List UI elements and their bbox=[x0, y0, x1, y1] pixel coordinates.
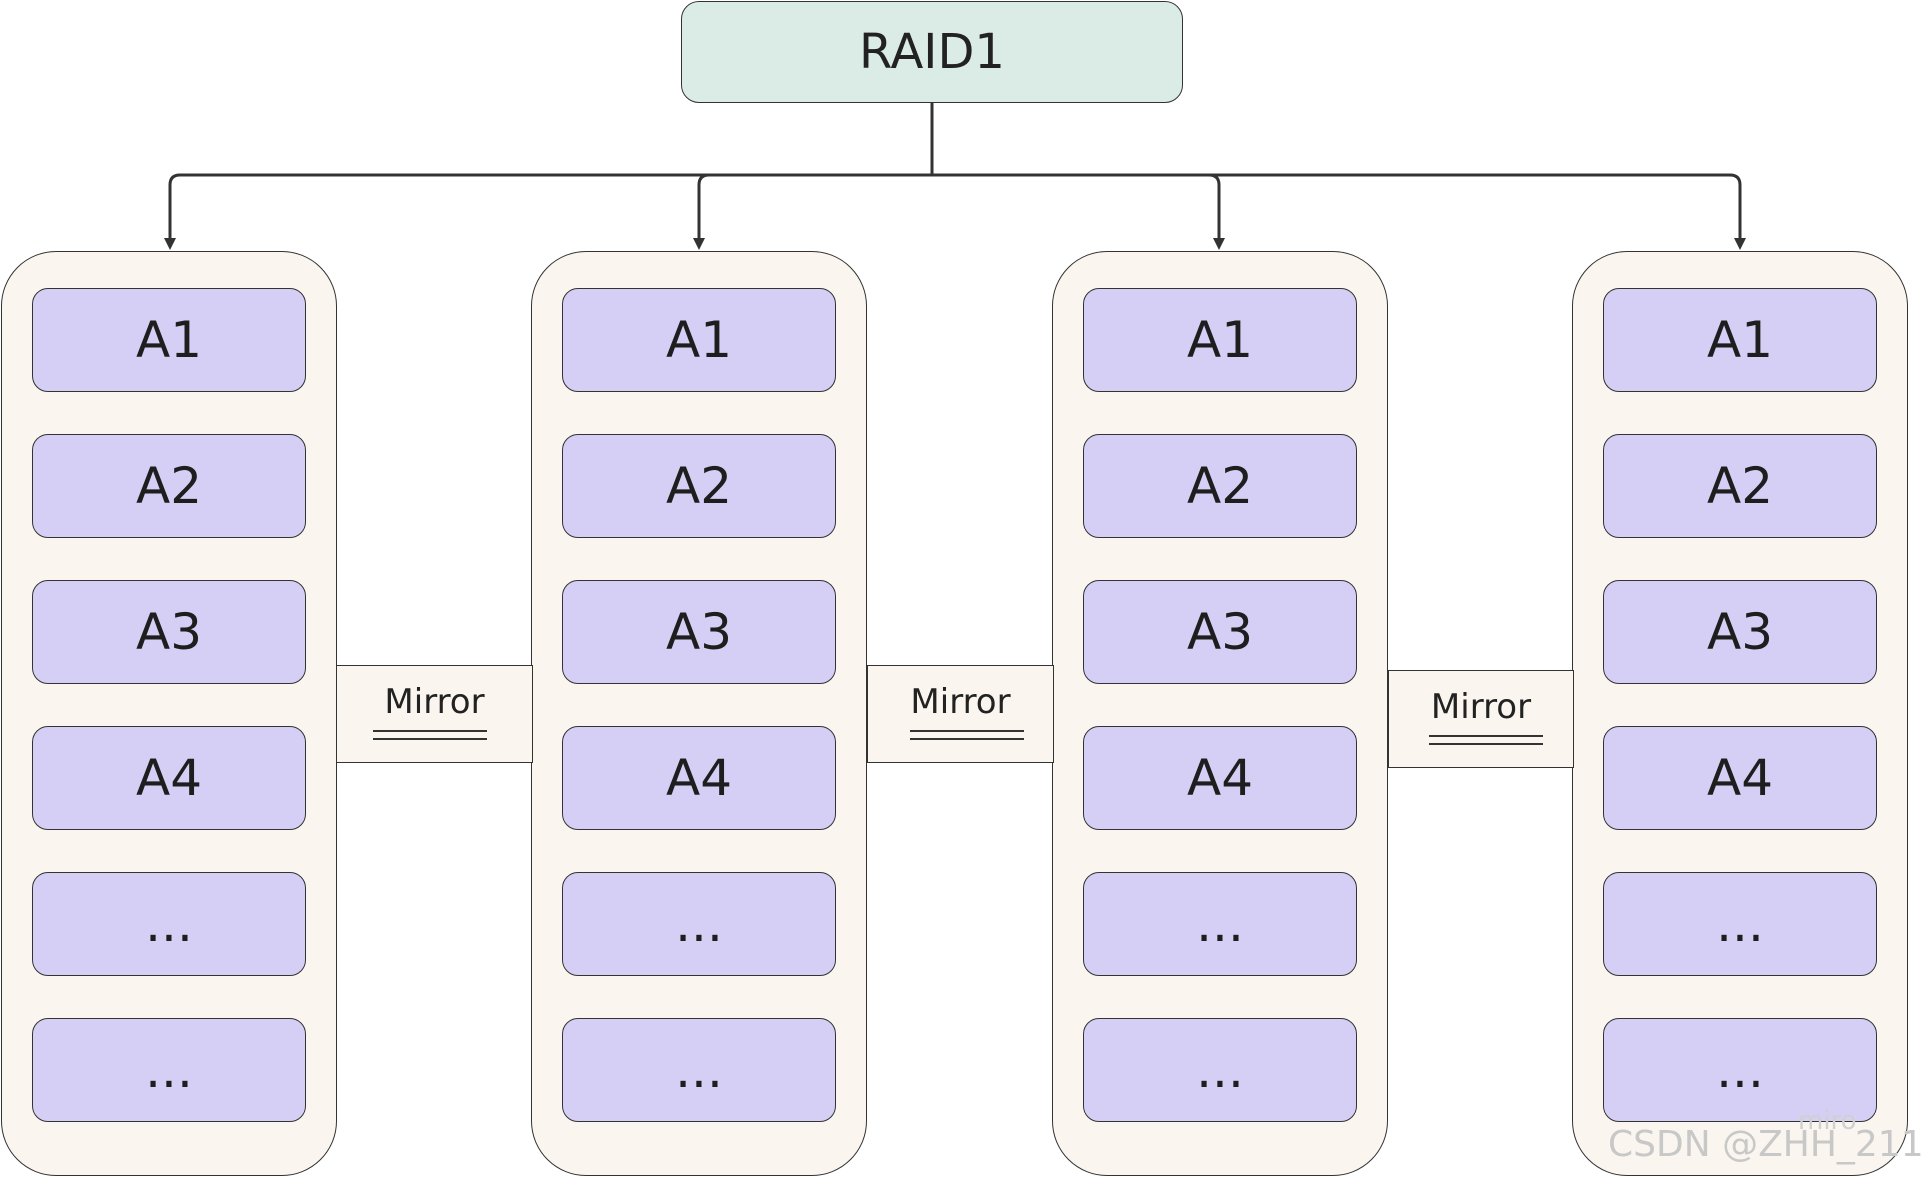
data-block-label: A4 bbox=[1706, 749, 1773, 807]
data-block-label: A4 bbox=[665, 749, 732, 807]
data-block-label: A1 bbox=[1186, 311, 1253, 369]
data-block: A4 bbox=[32, 726, 306, 830]
data-block-label: A2 bbox=[1186, 457, 1253, 515]
data-block-label: ... bbox=[145, 1041, 193, 1099]
mirror-label: Mirror bbox=[384, 682, 485, 722]
data-block-label: ... bbox=[1196, 895, 1244, 953]
data-block-label: ... bbox=[1196, 1041, 1244, 1099]
data-block-label: A4 bbox=[135, 749, 202, 807]
data-block: A3 bbox=[1083, 580, 1357, 684]
data-block: ... bbox=[1603, 872, 1877, 976]
arrow-to-disk-4 bbox=[932, 173, 1746, 250]
mirror-underline bbox=[373, 738, 487, 740]
data-block-label: ... bbox=[1716, 895, 1764, 953]
mirror-link-1-2: Mirror bbox=[336, 665, 533, 763]
data-block-label: ... bbox=[675, 895, 723, 953]
miro-watermark: miro bbox=[1798, 1106, 1857, 1136]
data-block: ... bbox=[32, 1018, 306, 1122]
data-block: ... bbox=[1603, 1018, 1877, 1122]
data-block: A4 bbox=[1083, 726, 1357, 830]
data-block: A3 bbox=[1603, 580, 1877, 684]
data-block-label: ... bbox=[1716, 1041, 1764, 1099]
data-block: A1 bbox=[1083, 288, 1357, 392]
mirror-underline bbox=[1429, 743, 1543, 745]
raid1-root-node: RAID1 bbox=[681, 1, 1183, 103]
data-block-label: A3 bbox=[1706, 603, 1773, 661]
mirror-link-3-4: Mirror bbox=[1388, 670, 1574, 768]
data-block: ... bbox=[1083, 1018, 1357, 1122]
data-block: A4 bbox=[562, 726, 836, 830]
arrow-to-disk-1 bbox=[164, 173, 932, 250]
data-block: A1 bbox=[562, 288, 836, 392]
data-block: ... bbox=[1083, 872, 1357, 976]
data-block: ... bbox=[562, 1018, 836, 1122]
mirror-underline bbox=[910, 730, 1024, 732]
data-block: A2 bbox=[32, 434, 306, 538]
data-block: A3 bbox=[32, 580, 306, 684]
data-block-label: A1 bbox=[1706, 311, 1773, 369]
data-block: ... bbox=[32, 872, 306, 976]
data-block: A3 bbox=[562, 580, 836, 684]
arrow-to-disk-3 bbox=[932, 173, 1225, 250]
data-block-label: A2 bbox=[665, 457, 732, 515]
csdn-watermark: CSDN @ZHH_211 bbox=[1608, 1124, 1924, 1165]
data-block-label: A2 bbox=[1706, 457, 1773, 515]
mirror-link-2-3: Mirror bbox=[867, 665, 1054, 763]
raid1-label: RAID1 bbox=[859, 24, 1005, 80]
data-block-label: ... bbox=[675, 1041, 723, 1099]
data-block-label: ... bbox=[145, 895, 193, 953]
data-block-label: A2 bbox=[135, 457, 202, 515]
data-block-label: A3 bbox=[665, 603, 732, 661]
mirror-underline bbox=[373, 730, 487, 732]
mirror-label: Mirror bbox=[910, 682, 1011, 722]
data-block: A1 bbox=[1603, 288, 1877, 392]
data-block-label: A3 bbox=[1186, 603, 1253, 661]
data-block: A2 bbox=[1083, 434, 1357, 538]
arrow-to-disk-2 bbox=[693, 173, 932, 250]
data-block-label: A1 bbox=[665, 311, 732, 369]
data-block: A2 bbox=[1603, 434, 1877, 538]
data-block-label: A3 bbox=[135, 603, 202, 661]
data-block: ... bbox=[562, 872, 836, 976]
data-block-label: A1 bbox=[135, 311, 202, 369]
data-block: A2 bbox=[562, 434, 836, 538]
mirror-underline bbox=[1429, 735, 1543, 737]
data-block: A1 bbox=[32, 288, 306, 392]
data-block: A4 bbox=[1603, 726, 1877, 830]
mirror-underline bbox=[910, 738, 1024, 740]
mirror-label: Mirror bbox=[1430, 687, 1532, 727]
data-block-label: A4 bbox=[1186, 749, 1253, 807]
